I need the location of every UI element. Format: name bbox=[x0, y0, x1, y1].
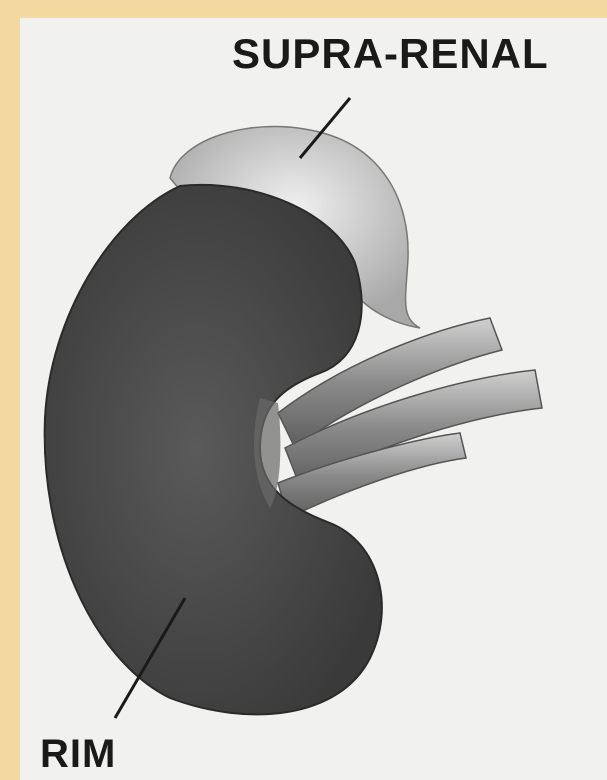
illustration-frame: SUPRA-RENAL RIM bbox=[20, 18, 607, 780]
rim-label: RIM bbox=[40, 732, 116, 777]
kidney-illustration bbox=[20, 18, 607, 780]
supra-renal-label: SUPRA-RENAL bbox=[232, 30, 549, 78]
